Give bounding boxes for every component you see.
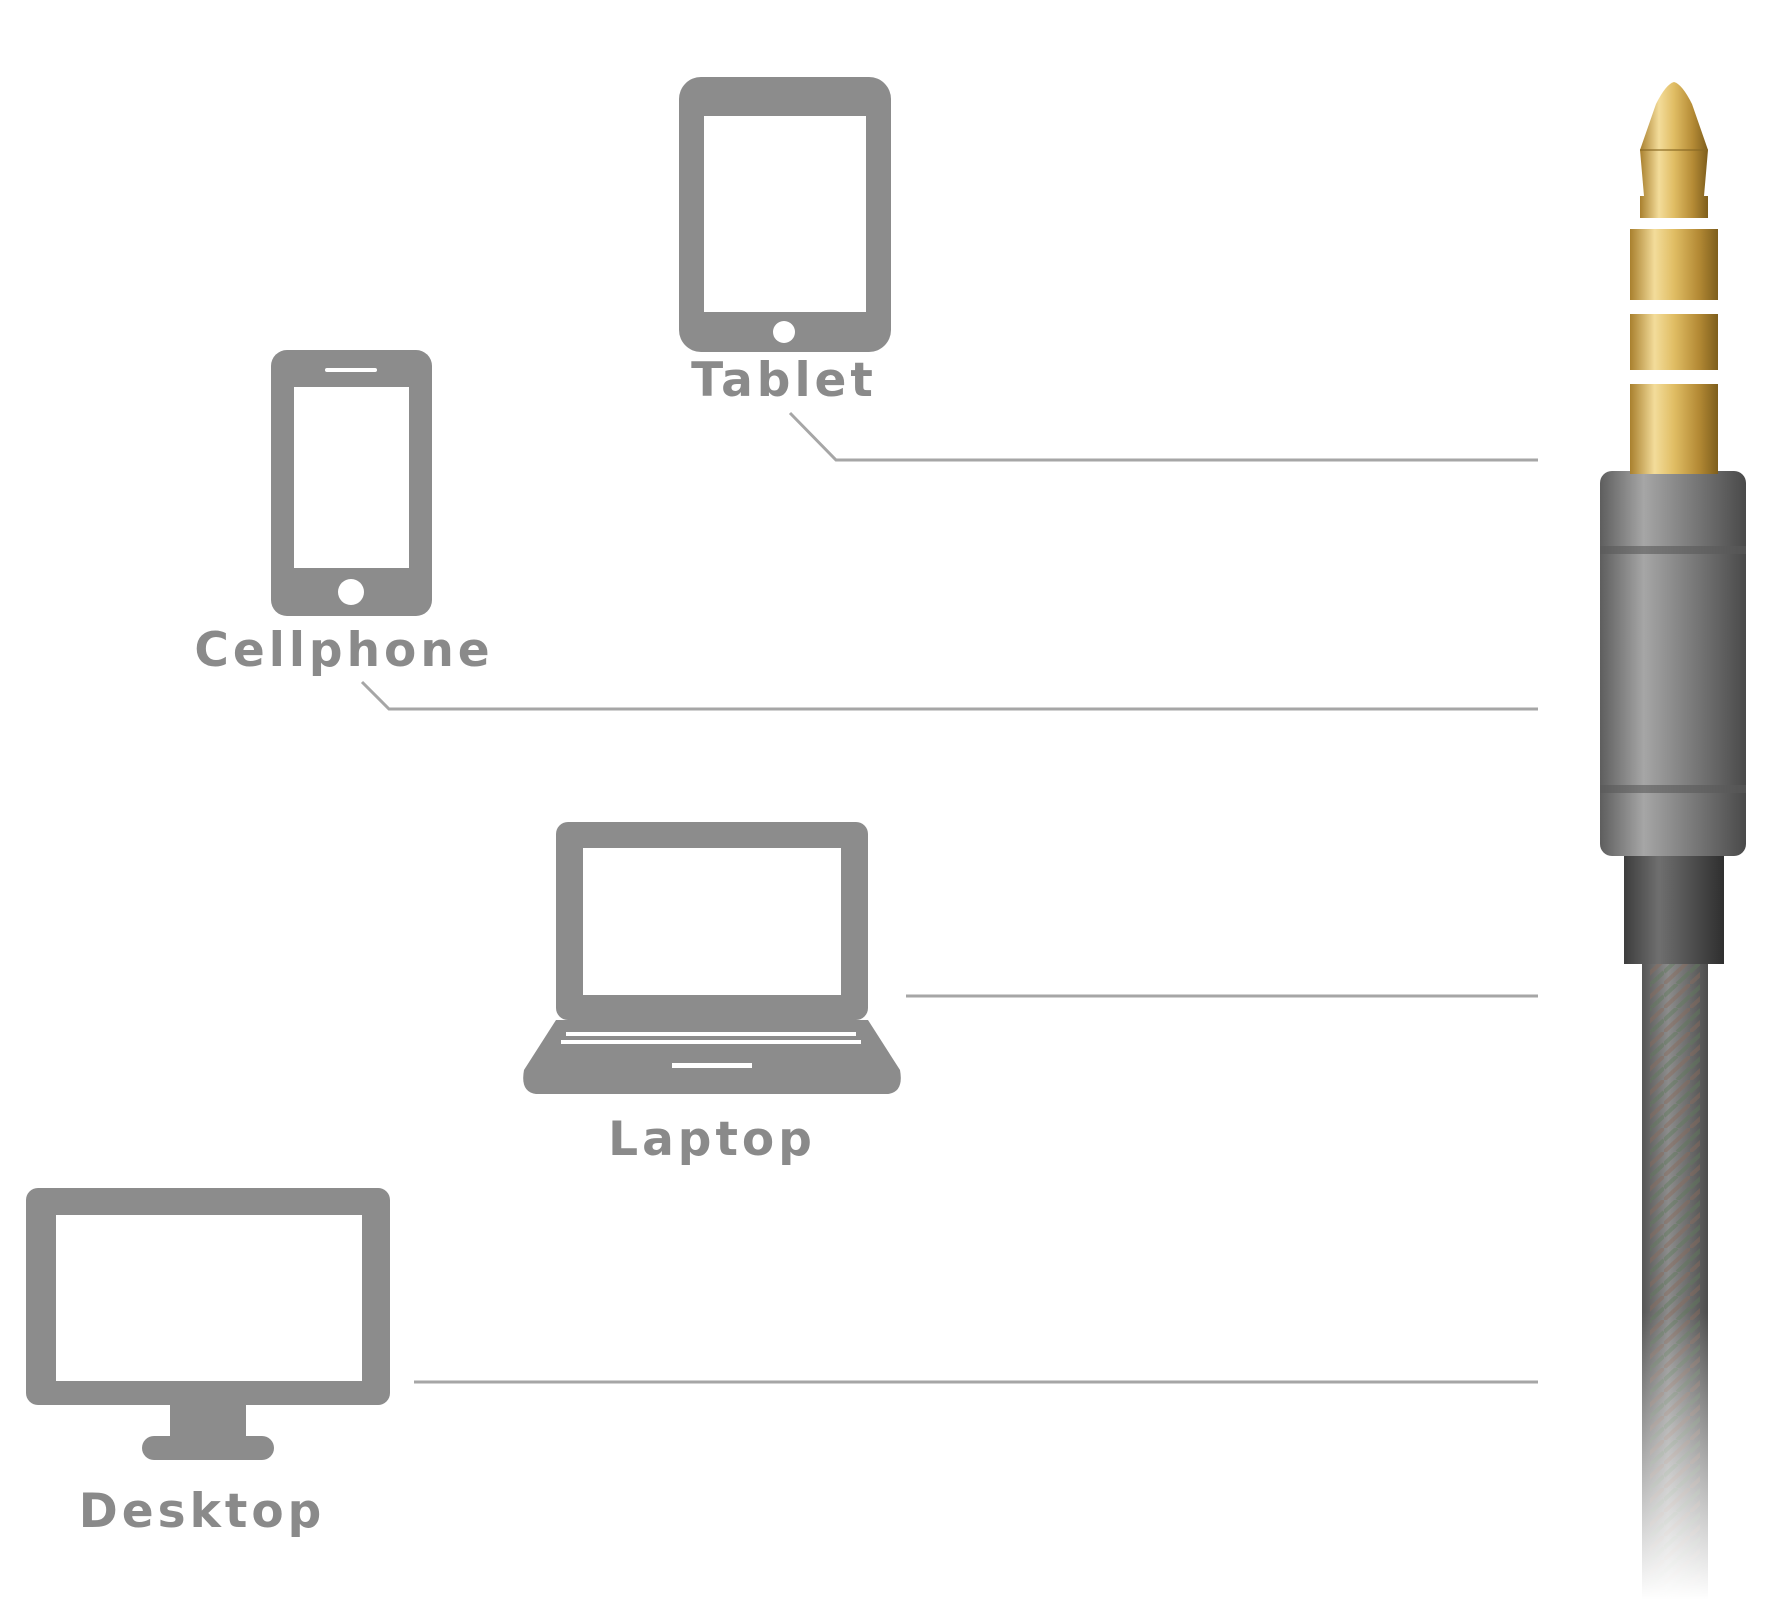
tablet-icon [679, 77, 891, 352]
tablet-connector-line [788, 411, 1538, 462]
laptop-icon [523, 822, 901, 1094]
laptop-label: Laptop [608, 1112, 816, 1167]
desktop-label: Desktop [78, 1484, 326, 1539]
cellphone-connector-line [360, 680, 1538, 711]
audio-jack-plug-icon [1600, 82, 1746, 1600]
cellphone-label: Cellphone [194, 623, 494, 678]
desktop-monitor-icon [26, 1188, 390, 1460]
connector-lines [360, 411, 1538, 1384]
tablet-label: Tablet [691, 353, 877, 408]
cellphone-icon [271, 350, 432, 616]
